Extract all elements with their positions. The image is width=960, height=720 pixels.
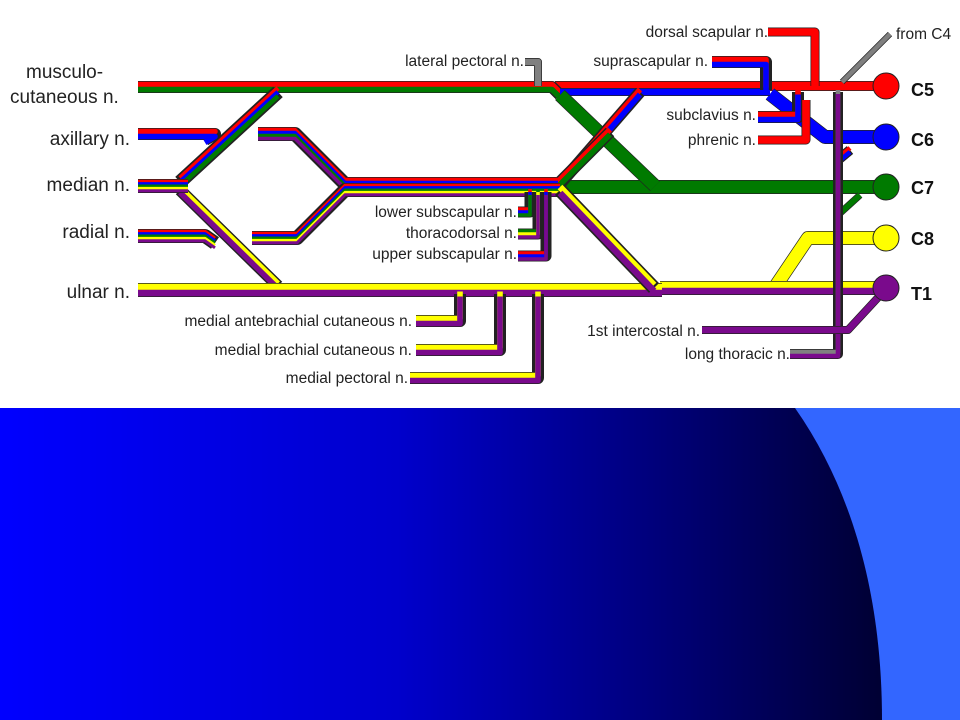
label-medial-pectoral: medial pectoral n. — [286, 370, 408, 387]
label-phrenic: phrenic n. — [688, 132, 756, 149]
axillary-nerve — [138, 128, 221, 146]
label-lower-subscapular: lower subscapular n. — [375, 204, 517, 221]
decorative-gradient-panel — [0, 408, 960, 720]
label-upper-subscapular: upper subscapular n. — [372, 246, 517, 263]
root-circle-t1 — [872, 274, 900, 302]
label-thoracodorsal: thoracodorsal n. — [406, 225, 517, 242]
label-first-intercostal: 1st intercostal n. — [587, 323, 700, 340]
first-intercostal-branch — [702, 287, 888, 334]
label-medial-brachial-cutaneous: medial brachial cutaneous n. — [215, 342, 412, 359]
label-long-thoracic: long thoracic n. — [685, 346, 790, 363]
root-circle-c5 — [872, 72, 900, 100]
lateral-pectoral-branch — [525, 58, 542, 86]
panel-gradient-shape — [0, 408, 882, 720]
root-label-c6: C6 — [911, 130, 934, 150]
label-median-nerve: median n. — [47, 175, 130, 196]
label-musculocutaneous-2: cutaneous n. — [10, 87, 119, 108]
subclavius-branch — [758, 89, 804, 123]
label-musculocutaneous-1: musculo- — [26, 62, 103, 83]
root-circle-c7 — [872, 173, 900, 201]
brachial-plexus-diagram: musculo- cutaneous n. axillary n. median… — [10, 24, 952, 387]
thoracodorsal-branch — [518, 189, 544, 240]
c8-root — [769, 231, 885, 291]
label-axillary-nerve: axillary n. — [50, 129, 130, 150]
medial-brachial-branch — [416, 291, 506, 356]
label-suprascapular: suprascapular n. — [593, 53, 708, 70]
root-label-c8: C8 — [911, 229, 934, 249]
label-radial-nerve: radial n. — [62, 222, 130, 243]
label-subclavius: subclavius n. — [666, 107, 756, 124]
label-ulnar-nerve: ulnar n. — [67, 282, 130, 303]
median-nerve — [138, 179, 188, 193]
nerve-paths — [138, 27, 893, 384]
label-from-c4: from C4 — [896, 26, 952, 43]
root-circle-c6 — [872, 123, 900, 151]
label-medial-antebrachial-cutaneous: medial antebrachial cutaneous n. — [185, 313, 412, 330]
upper-subscapular-branch — [518, 189, 552, 262]
median-to-lateral-link — [550, 127, 615, 192]
radial-posterior-branch — [252, 183, 560, 245]
dorsal-scapular-branch — [768, 27, 820, 86]
median-medial-root — [175, 185, 283, 291]
root-label-c7: C7 — [911, 178, 934, 198]
label-lateral-pectoral: lateral pectoral n. — [405, 53, 524, 70]
root-circles — [872, 72, 900, 302]
labels: musculo- cutaneous n. axillary n. median… — [10, 24, 952, 387]
medial-antebrachial-branch — [416, 291, 466, 327]
root-label-c5: C5 — [911, 80, 934, 100]
root-label-t1: T1 — [911, 284, 932, 304]
radial-nerve — [138, 229, 220, 250]
lower-subscapular-branch — [518, 189, 536, 218]
ulnar-t1-segment — [660, 281, 885, 295]
medial-cord — [554, 184, 660, 294]
ulnar-nerve — [138, 283, 662, 297]
label-dorsal-scapular: dorsal scapular n. — [646, 24, 768, 41]
from-c4-branch — [839, 31, 893, 85]
c6-root — [765, 88, 885, 144]
median-lateral-root — [175, 86, 283, 188]
medial-pectoral-branch — [410, 291, 544, 384]
suprascapular-branch — [712, 56, 772, 93]
long-thoracic-branch — [790, 90, 843, 359]
phrenic-branch — [758, 100, 811, 145]
root-circle-c8 — [872, 224, 900, 252]
